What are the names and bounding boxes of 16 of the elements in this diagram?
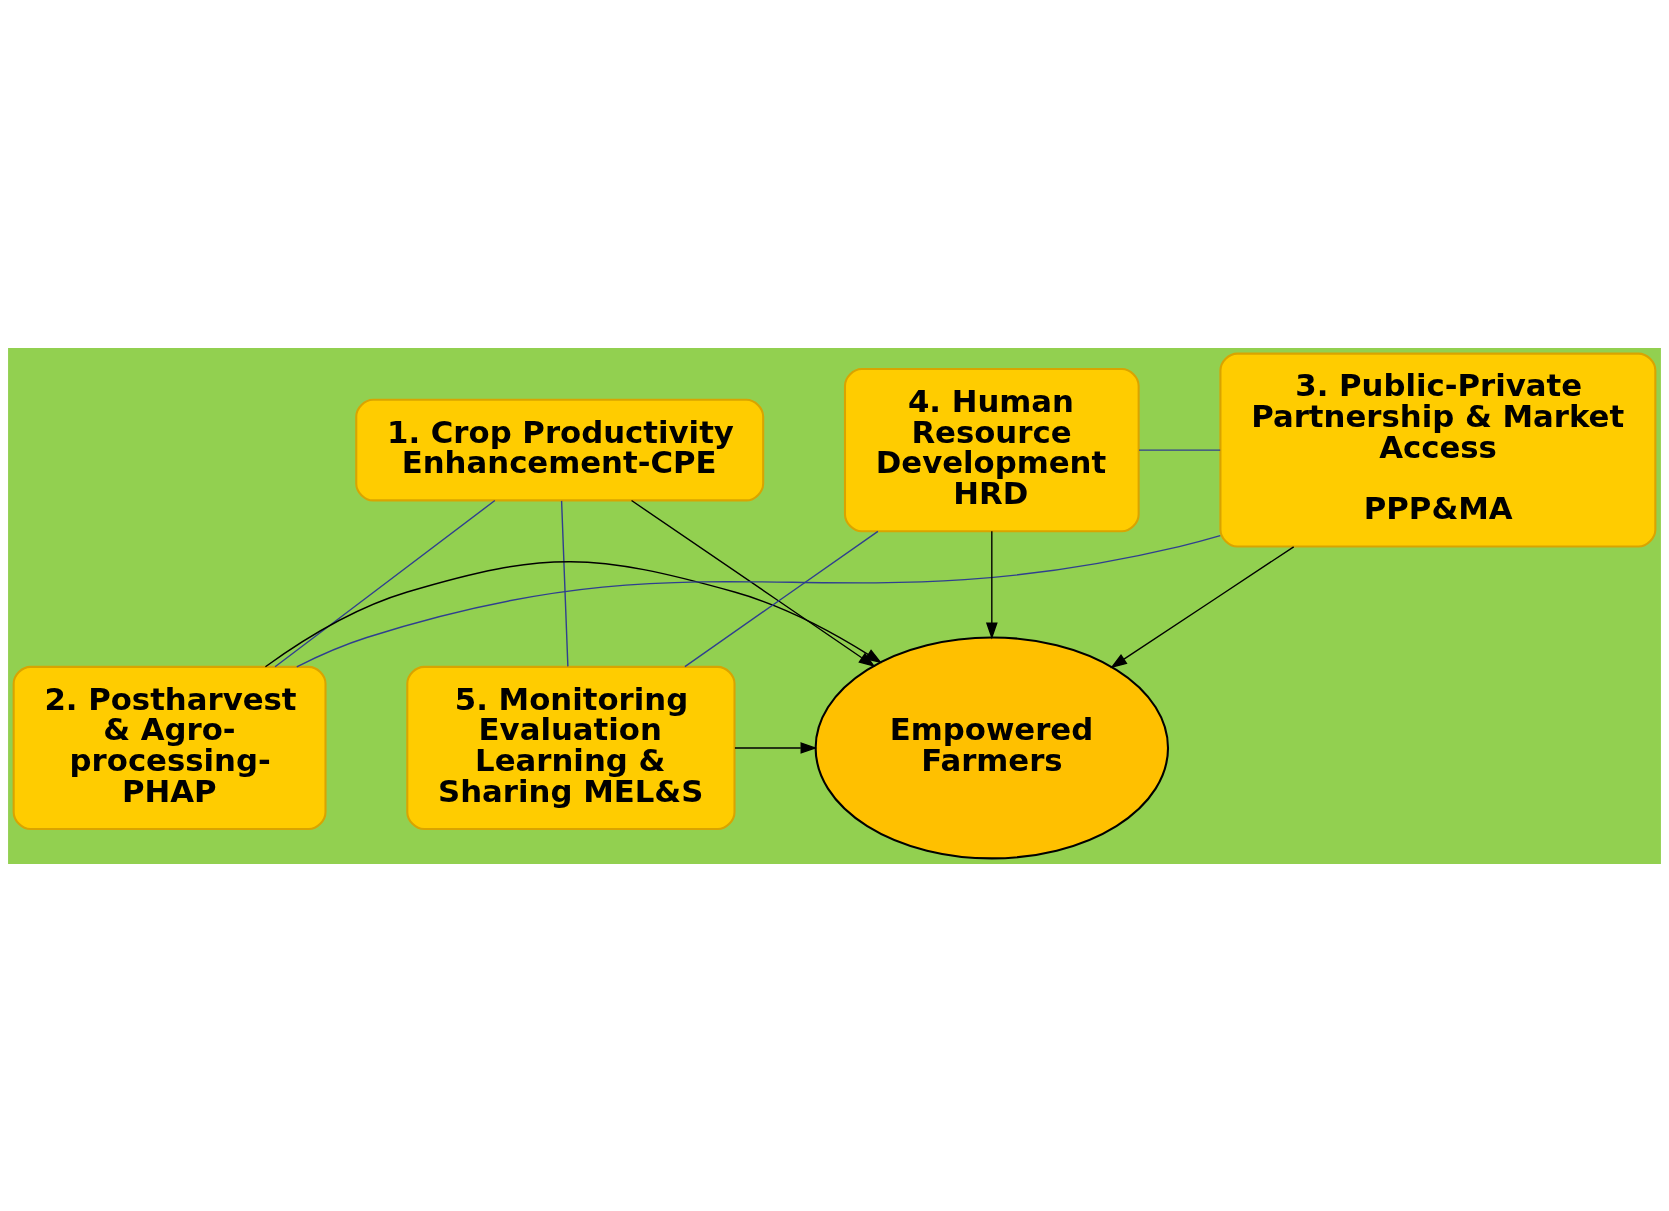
- node-box: 1. Crop Productivity Enhancement-CPE: [355, 398, 765, 501]
- connector: [684, 530, 879, 667]
- connector: [296, 534, 1221, 667]
- arrow: [1110, 545, 1295, 668]
- connector: [560, 499, 569, 667]
- connector: [274, 499, 496, 667]
- node-box: 3. Public-Private Partnership & Market Access PPP&MA: [1219, 352, 1657, 548]
- arrow: [985, 530, 998, 639]
- arrow: [630, 499, 876, 667]
- node-box: 4. Human Resource Development HRD: [843, 367, 1140, 532]
- arrow: [734, 741, 818, 754]
- node-box: 5. Monitoring Evaluation Learning & Sharing MEL&S: [406, 665, 736, 830]
- node-ellipse: Empowered Farmers: [814, 635, 1170, 859]
- arrow: [264, 560, 882, 667]
- connector: [1138, 448, 1221, 451]
- node-box: 2. Postharvest & Agro-processing-PHAP: [12, 665, 327, 830]
